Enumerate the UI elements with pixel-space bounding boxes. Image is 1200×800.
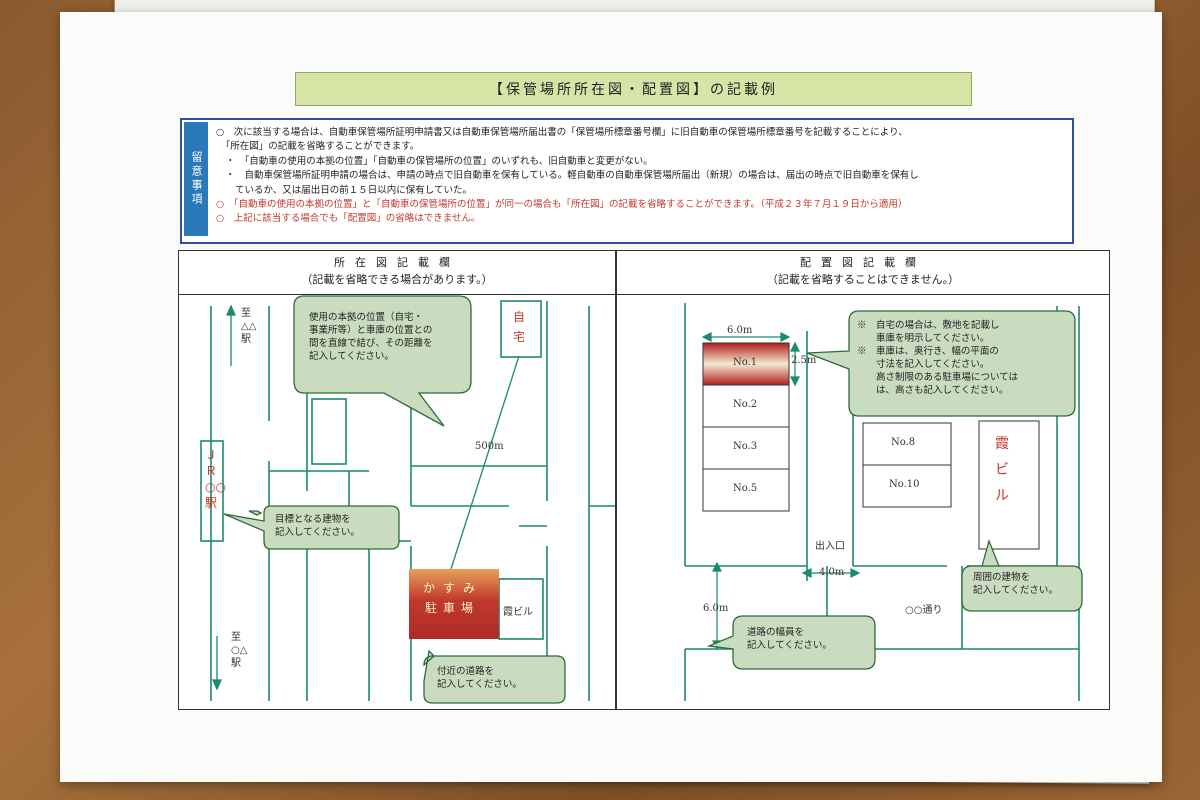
callout-line: 寸法を記入してください。 [857,359,990,370]
callout-line: ※ 車庫は、奥行き、幅の平面の [857,346,999,357]
callout-line: 間を直線で結び、その距離を [309,338,433,349]
width-dimension-label: 6.0m [727,325,753,336]
callout-line: ※ 自宅の場合は、敷地を記載し [857,320,1000,331]
street-label: ○○通り [905,605,943,616]
document-title: 【保管場所所在図・配置図】の記載例 [295,72,972,106]
callout-line: 記入してください。 [973,585,1058,596]
callout-line: 車庫を明示してください。 [857,333,990,344]
callout-line: 周囲の建物を [973,572,1031,583]
note-line: 「所在図」の記載を省略することができます。 [216,141,420,153]
kasumi-building-label: 霞ビル [995,436,1009,504]
location-distance-callout: 使用の本拠の位置（自宅・事業所等）と車庫の位置との間を直線で結び、その距離を記入… [309,311,433,363]
callout-line: 記入してください。 [437,679,522,690]
notes-side-label: 留意事項 [184,122,208,236]
kasumi-building-label: 霞ビル [503,607,533,618]
parking-name-line2: 駐車場 [425,601,480,615]
callout-line: 記入してください。 [747,640,832,651]
entrance-width-label: 4.0m [819,567,845,578]
space-no10: No.10 [889,479,920,490]
distance-label: 500m [475,441,504,452]
home-label: 自宅 [513,310,526,344]
notes-box: 留意事項 ○ 次に該当する場合は、自動車保管場所証明申請書又は自動車保管場所届出… [180,118,1074,244]
road-width-callout: 道路の幅員を記入してください。 [747,626,832,652]
callout-line: 記入してください。 [275,527,360,538]
location-map-drawing [200,295,615,704]
to-station-bottom-label: 至○△駅 [231,632,248,669]
space-no1: No.1 [733,357,758,368]
surrounding-building-callout: 周囲の建物を記入してください。 [973,571,1058,597]
space-no8: No.8 [891,437,916,448]
note-line: ○ 次に該当する場合は、自動車保管場所証明申請書又は自動車保管場所届出書の「保管… [216,127,908,138]
callout-line: 高さ制限のある駐車場については [857,372,1019,383]
garage-dimension-callout: ※ 自宅の場合は、敷地を記載し 車庫を明示してください。 ※ 車庫は、奥行き、幅の… [857,319,1018,397]
callout-line: 事業所等）と車庫の位置との [309,325,433,336]
location-map-panel: 所在図記載欄 （記載を省略できる場合があります。） [178,250,616,710]
depth-dimension-label: 2.5m [791,355,817,366]
note-line: ているか、又は届出日の前１５日以内に保有していた。 [216,184,473,196]
note-line: ○ 「自動車の使用の本拠の位置」と「自動車の保管場所の位置」が同一の場合も「所在… [216,199,908,211]
nearby-road-callout: 付近の道路を記入してください。 [437,665,522,691]
callout-line: 道路の幅員を [747,627,805,638]
location-map-subheading: （記載を省略できる場合があります。） [301,273,493,286]
space-no5: No.5 [733,483,758,494]
entrance-label: 出入口 [815,541,845,552]
callout-line: 記入してください。 [309,351,394,362]
layout-map-subheading: （記載を省略することはできません。） [766,273,960,286]
road-width-label: 6.0m [703,603,729,614]
to-station-top-label: 至△△駅 [241,308,257,345]
parking-lot-shape [409,569,499,639]
callout-line: 付近の道路を [437,666,495,677]
location-map-heading: 所在図記載欄 [334,256,460,269]
space-no3: No.3 [733,441,758,452]
layout-map-panel: 配置図記載欄 （記載を省略することはできません。） [616,250,1110,710]
callout-line: は、高さも記入してください。 [857,385,1009,396]
station-label: ＪＲ○○駅 [205,448,226,510]
note-line: ・ 「自動車の使用の本拠の位置」「自動車の保管場所の位置」のいずれも、旧自動車と… [216,155,653,167]
layout-map-heading: 配置図記載欄 [800,256,926,269]
note-line: ○ 上記に該当する場合でも「配置図」の省略はできません。 [216,213,481,225]
location-map-header: 所在図記載欄 （記載を省略できる場合があります。） [179,251,615,295]
layout-map-drawing [684,303,1083,701]
landmark-callout: 目標となる建物を記入してください。 [275,513,360,539]
parking-name-line1: かすみ [423,581,484,595]
space-no2: No.2 [733,399,758,410]
note-line: ・ 自動車保管場所証明申請の場合は、申請の時点で旧自動車を保有している。軽自動車… [216,170,919,182]
layout-map-header: 配置図記載欄 （記載を省略することはできません。） [617,251,1109,295]
callout-line: 目標となる建物を [275,514,351,525]
notes-lines: ○ 次に該当する場合は、自動車保管場所証明申請書又は自動車保管場所届出書の「保管… [216,126,1066,227]
callout-line: 使用の本拠の位置（自宅・ [309,312,424,323]
